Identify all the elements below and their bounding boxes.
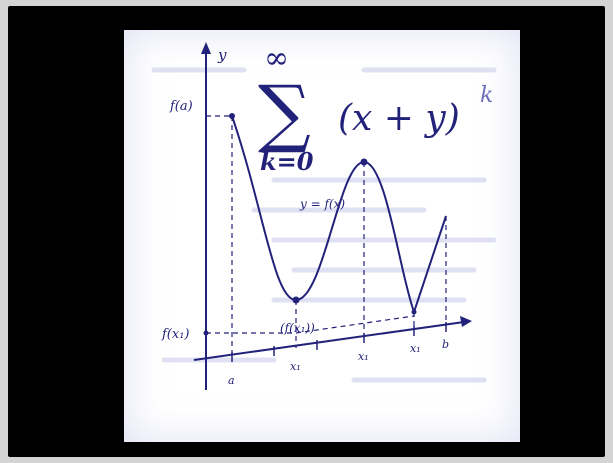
y-axis-label: y (217, 46, 227, 64)
formula-upper-limit: ∞ (264, 41, 289, 76)
math-illustration: y f(a) f(x₁) y = f(x) (f(x₁)) (124, 30, 520, 442)
x-axis (193, 321, 465, 361)
formula-term: (x + y) (338, 98, 460, 139)
function-curve (231, 115, 447, 316)
x-tick-x2: x₁ (358, 350, 369, 363)
label-fx1-left: f(x₁) (161, 327, 190, 342)
label-curve: y = f(x) (299, 197, 345, 211)
point-fx1 (203, 330, 209, 336)
point-fa (229, 113, 235, 119)
dashed-guides (206, 115, 447, 357)
formula-lower-limit: k=0 (260, 147, 314, 176)
point-maximum (360, 158, 368, 166)
x-ticks (231, 322, 447, 362)
y-axis-arrow (201, 42, 211, 54)
point-minimum (292, 296, 300, 304)
label-fa: f(a) (169, 99, 193, 114)
formula-exponent: k (480, 83, 493, 108)
point-x3 (411, 309, 417, 315)
formula-sigma: ∑ (258, 70, 311, 156)
x-tick-b: b (442, 338, 449, 351)
x-tick-x1: x₁ (290, 360, 301, 373)
label-minimum: (f(x₁)) (280, 321, 315, 335)
x-axis-arrow (460, 316, 472, 327)
graph-svg: y f(a) f(x₁) y = f(x) (f(x₁)) (151, 41, 497, 390)
x-tick-x3: x₁ (410, 342, 421, 355)
x-tick-a: a (228, 374, 235, 387)
